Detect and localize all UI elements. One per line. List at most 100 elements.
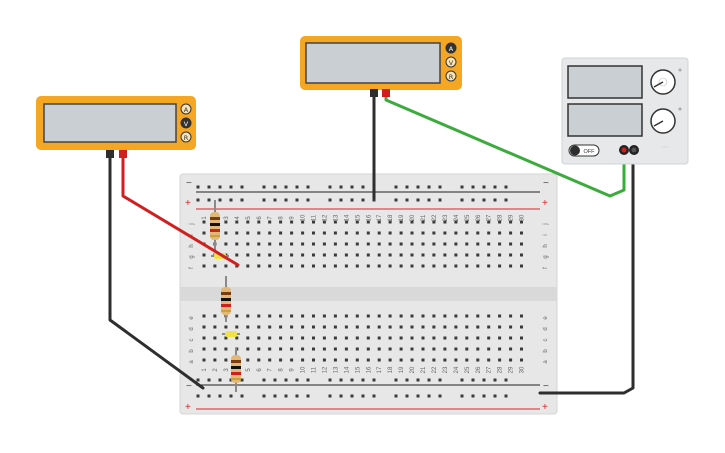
- rail-hole-bottom-neg[interactable]: [372, 378, 376, 382]
- supply-voltage-knob[interactable]: [650, 68, 682, 95]
- rail-hole-bottom-pos[interactable]: [339, 394, 343, 398]
- hole-b23[interactable]: [443, 347, 447, 351]
- hole-g7[interactable]: [268, 253, 272, 257]
- rail-hole-bottom-pos[interactable]: [229, 394, 233, 398]
- rail-hole-bottom-pos[interactable]: [284, 394, 288, 398]
- rail-hole-top-pos[interactable]: [416, 198, 420, 202]
- hole-g12[interactable]: [322, 253, 326, 257]
- hole-d11[interactable]: [312, 325, 315, 329]
- hole-a20[interactable]: [410, 358, 414, 362]
- hole-h29[interactable]: [509, 242, 513, 246]
- hole-d20[interactable]: [410, 325, 414, 329]
- resistor-4[interactable]: [231, 348, 241, 392]
- hole-d9[interactable]: [290, 325, 294, 329]
- hole-d4[interactable]: [235, 325, 239, 329]
- hole-b5[interactable]: [246, 347, 250, 351]
- hole-a28[interactable]: [498, 358, 502, 362]
- hole-a7[interactable]: [268, 358, 272, 362]
- hole-h13[interactable]: [333, 242, 337, 246]
- hole-a9[interactable]: [290, 358, 294, 362]
- hole-g11[interactable]: [312, 253, 315, 257]
- hole-a30[interactable]: [520, 358, 523, 362]
- rail-hole-bottom-neg[interactable]: [218, 378, 222, 382]
- rail-hole-top-pos[interactable]: [460, 198, 464, 202]
- rail-hole-bottom-neg[interactable]: [207, 378, 211, 382]
- multimeter-left-button-v[interactable]: V: [180, 117, 192, 129]
- hole-e2[interactable]: [213, 314, 217, 318]
- breadboard[interactable]: − + − + − + − + 112233445566778899101011…: [179, 173, 558, 415]
- rail-hole-bottom-pos[interactable]: [482, 394, 486, 398]
- hole-b29[interactable]: [509, 347, 513, 351]
- rail-hole-top-pos[interactable]: [295, 198, 299, 202]
- hole-h23[interactable]: [443, 242, 447, 246]
- hole-c23[interactable]: [443, 336, 447, 340]
- hole-c25[interactable]: [465, 336, 469, 340]
- hole-d15[interactable]: [355, 325, 359, 329]
- hole-h18[interactable]: [388, 242, 392, 246]
- hole-d19[interactable]: [399, 325, 403, 329]
- supply-terminal-positive[interactable]: [619, 145, 629, 155]
- rail-hole-top-neg[interactable]: [284, 185, 288, 189]
- hole-h11[interactable]: [312, 242, 315, 246]
- hole-b9[interactable]: [290, 347, 294, 351]
- supply-power-toggle[interactable]: OFF: [568, 144, 600, 157]
- hole-e13[interactable]: [333, 314, 337, 318]
- rail-hole-bottom-pos[interactable]: [394, 394, 398, 398]
- hole-i8[interactable]: [279, 231, 283, 235]
- rail-hole-bottom-pos[interactable]: [405, 394, 409, 398]
- hole-c29[interactable]: [509, 336, 513, 340]
- hole-a1[interactable]: [202, 358, 206, 362]
- hole-f13[interactable]: [333, 264, 337, 268]
- hole-d10[interactable]: [301, 325, 305, 329]
- hole-a15[interactable]: [355, 358, 359, 362]
- hole-e20[interactable]: [410, 314, 414, 318]
- hole-j9[interactable]: [290, 220, 294, 224]
- hole-a11[interactable]: [312, 358, 315, 362]
- hole-i1[interactable]: [202, 231, 206, 235]
- hole-h15[interactable]: [355, 242, 359, 246]
- rail-hole-top-neg[interactable]: [427, 185, 431, 189]
- hole-f15[interactable]: [355, 264, 359, 268]
- hole-d18[interactable]: [388, 325, 392, 329]
- hole-c6[interactable]: [257, 336, 261, 340]
- hole-j3[interactable]: [224, 220, 228, 224]
- hole-b17[interactable]: [377, 347, 381, 351]
- hole-g30[interactable]: [520, 253, 523, 257]
- rail-hole-top-pos[interactable]: [493, 198, 497, 202]
- hole-e27[interactable]: [487, 314, 491, 318]
- hole-c2[interactable]: [213, 336, 217, 340]
- hole-d28[interactable]: [498, 325, 502, 329]
- hole-i5[interactable]: [246, 231, 250, 235]
- hole-j28[interactable]: [498, 220, 502, 224]
- multimeter-top[interactable]: A V R: [300, 36, 462, 97]
- rail-hole-bottom-pos[interactable]: [273, 394, 277, 398]
- hole-a18[interactable]: [388, 358, 392, 362]
- hole-b16[interactable]: [366, 347, 370, 351]
- hole-f6[interactable]: [257, 264, 261, 268]
- hole-a25[interactable]: [465, 358, 469, 362]
- rail-hole-top-neg[interactable]: [438, 185, 442, 189]
- hole-f2[interactable]: [213, 264, 217, 268]
- hole-c10[interactable]: [301, 336, 305, 340]
- power-supply[interactable]: OFF ▪ ▪ ▪: [561, 57, 689, 165]
- rail-hole-bottom-neg[interactable]: [471, 378, 475, 382]
- hole-f19[interactable]: [399, 264, 403, 268]
- hole-h26[interactable]: [476, 242, 480, 246]
- hole-j19[interactable]: [399, 220, 403, 224]
- hole-j4[interactable]: [235, 220, 239, 224]
- hole-j14[interactable]: [344, 220, 348, 224]
- rail-hole-top-pos[interactable]: [427, 198, 431, 202]
- rail-hole-bottom-pos[interactable]: [196, 394, 200, 398]
- rail-hole-top-pos[interactable]: [405, 198, 409, 202]
- rail-hole-bottom-neg[interactable]: [504, 378, 508, 382]
- hole-i3[interactable]: [224, 231, 228, 235]
- resistor-1[interactable]: [210, 200, 220, 252]
- hole-h9[interactable]: [290, 242, 294, 246]
- rail-hole-top-neg[interactable]: [339, 185, 343, 189]
- hole-i12[interactable]: [322, 231, 326, 235]
- hole-g16[interactable]: [366, 253, 370, 257]
- hole-i18[interactable]: [388, 231, 392, 235]
- hole-d30[interactable]: [520, 325, 523, 329]
- hole-c22[interactable]: [432, 336, 436, 340]
- rail-hole-top-neg[interactable]: [196, 185, 200, 189]
